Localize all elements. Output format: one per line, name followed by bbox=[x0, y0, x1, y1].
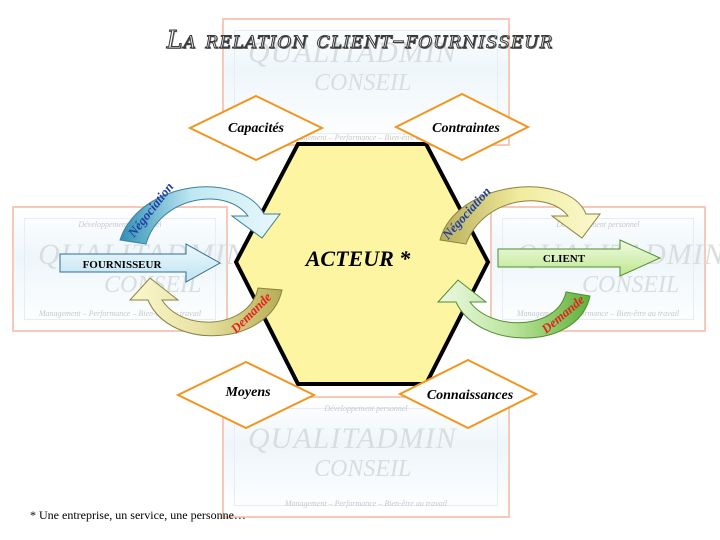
watermark-logo: QUALITADMIN bbox=[248, 422, 457, 455]
diamond-label: Connaissances bbox=[427, 388, 514, 403]
diamond-capacites: Capacités bbox=[187, 94, 325, 162]
actor-label: ACTEUR * bbox=[304, 246, 412, 271]
page-title: La relation client–fournisseur bbox=[166, 26, 554, 55]
watermark-tagline: Management – Performance – Bien-être au … bbox=[38, 309, 202, 318]
diamond-moyens: Moyens bbox=[175, 360, 317, 430]
supplier-label: FOURNISSEUR bbox=[83, 259, 163, 271]
right-demand-arrow: Demande bbox=[436, 279, 591, 339]
diamond-label: Contraintes bbox=[432, 121, 500, 136]
diamond-label: Capacités bbox=[228, 121, 285, 136]
right-negotiation-arrow: Négociation bbox=[438, 184, 601, 245]
watermark-logo-sub: CONSEIL bbox=[582, 272, 680, 298]
watermark-tagline: Management – Performance – Bien-être au … bbox=[284, 499, 448, 508]
supplier-arrow: FOURNISSEUR bbox=[59, 243, 222, 283]
diamond-label: Moyens bbox=[224, 385, 271, 400]
client-arrow: CLIENT bbox=[497, 239, 662, 277]
client-label: CLIENT bbox=[543, 253, 586, 265]
watermark-tagline: Management – Performance – Bien-être au … bbox=[284, 133, 448, 142]
watermark-heading: Développement personnel bbox=[556, 220, 640, 229]
diamond-connaissances: Connaissances bbox=[397, 358, 539, 430]
footnote: * Une entreprise, un service, une person… bbox=[30, 508, 246, 522]
diamond-contraintes: Contraintes bbox=[393, 92, 531, 162]
watermark-logo-sub: CONSEIL bbox=[314, 70, 412, 96]
watermark-heading: Développement personnel bbox=[324, 404, 408, 413]
watermark-right: Développement personnel QUALITADMIN CONS… bbox=[490, 206, 720, 332]
watermark-logo-sub: CONSEIL bbox=[314, 456, 412, 482]
watermark-tagline: Management – Performance – Bien-être au … bbox=[516, 309, 680, 318]
watermark-logo: QUALITADMIN bbox=[248, 36, 457, 69]
watermark-heading: Développement personnel bbox=[78, 220, 162, 229]
